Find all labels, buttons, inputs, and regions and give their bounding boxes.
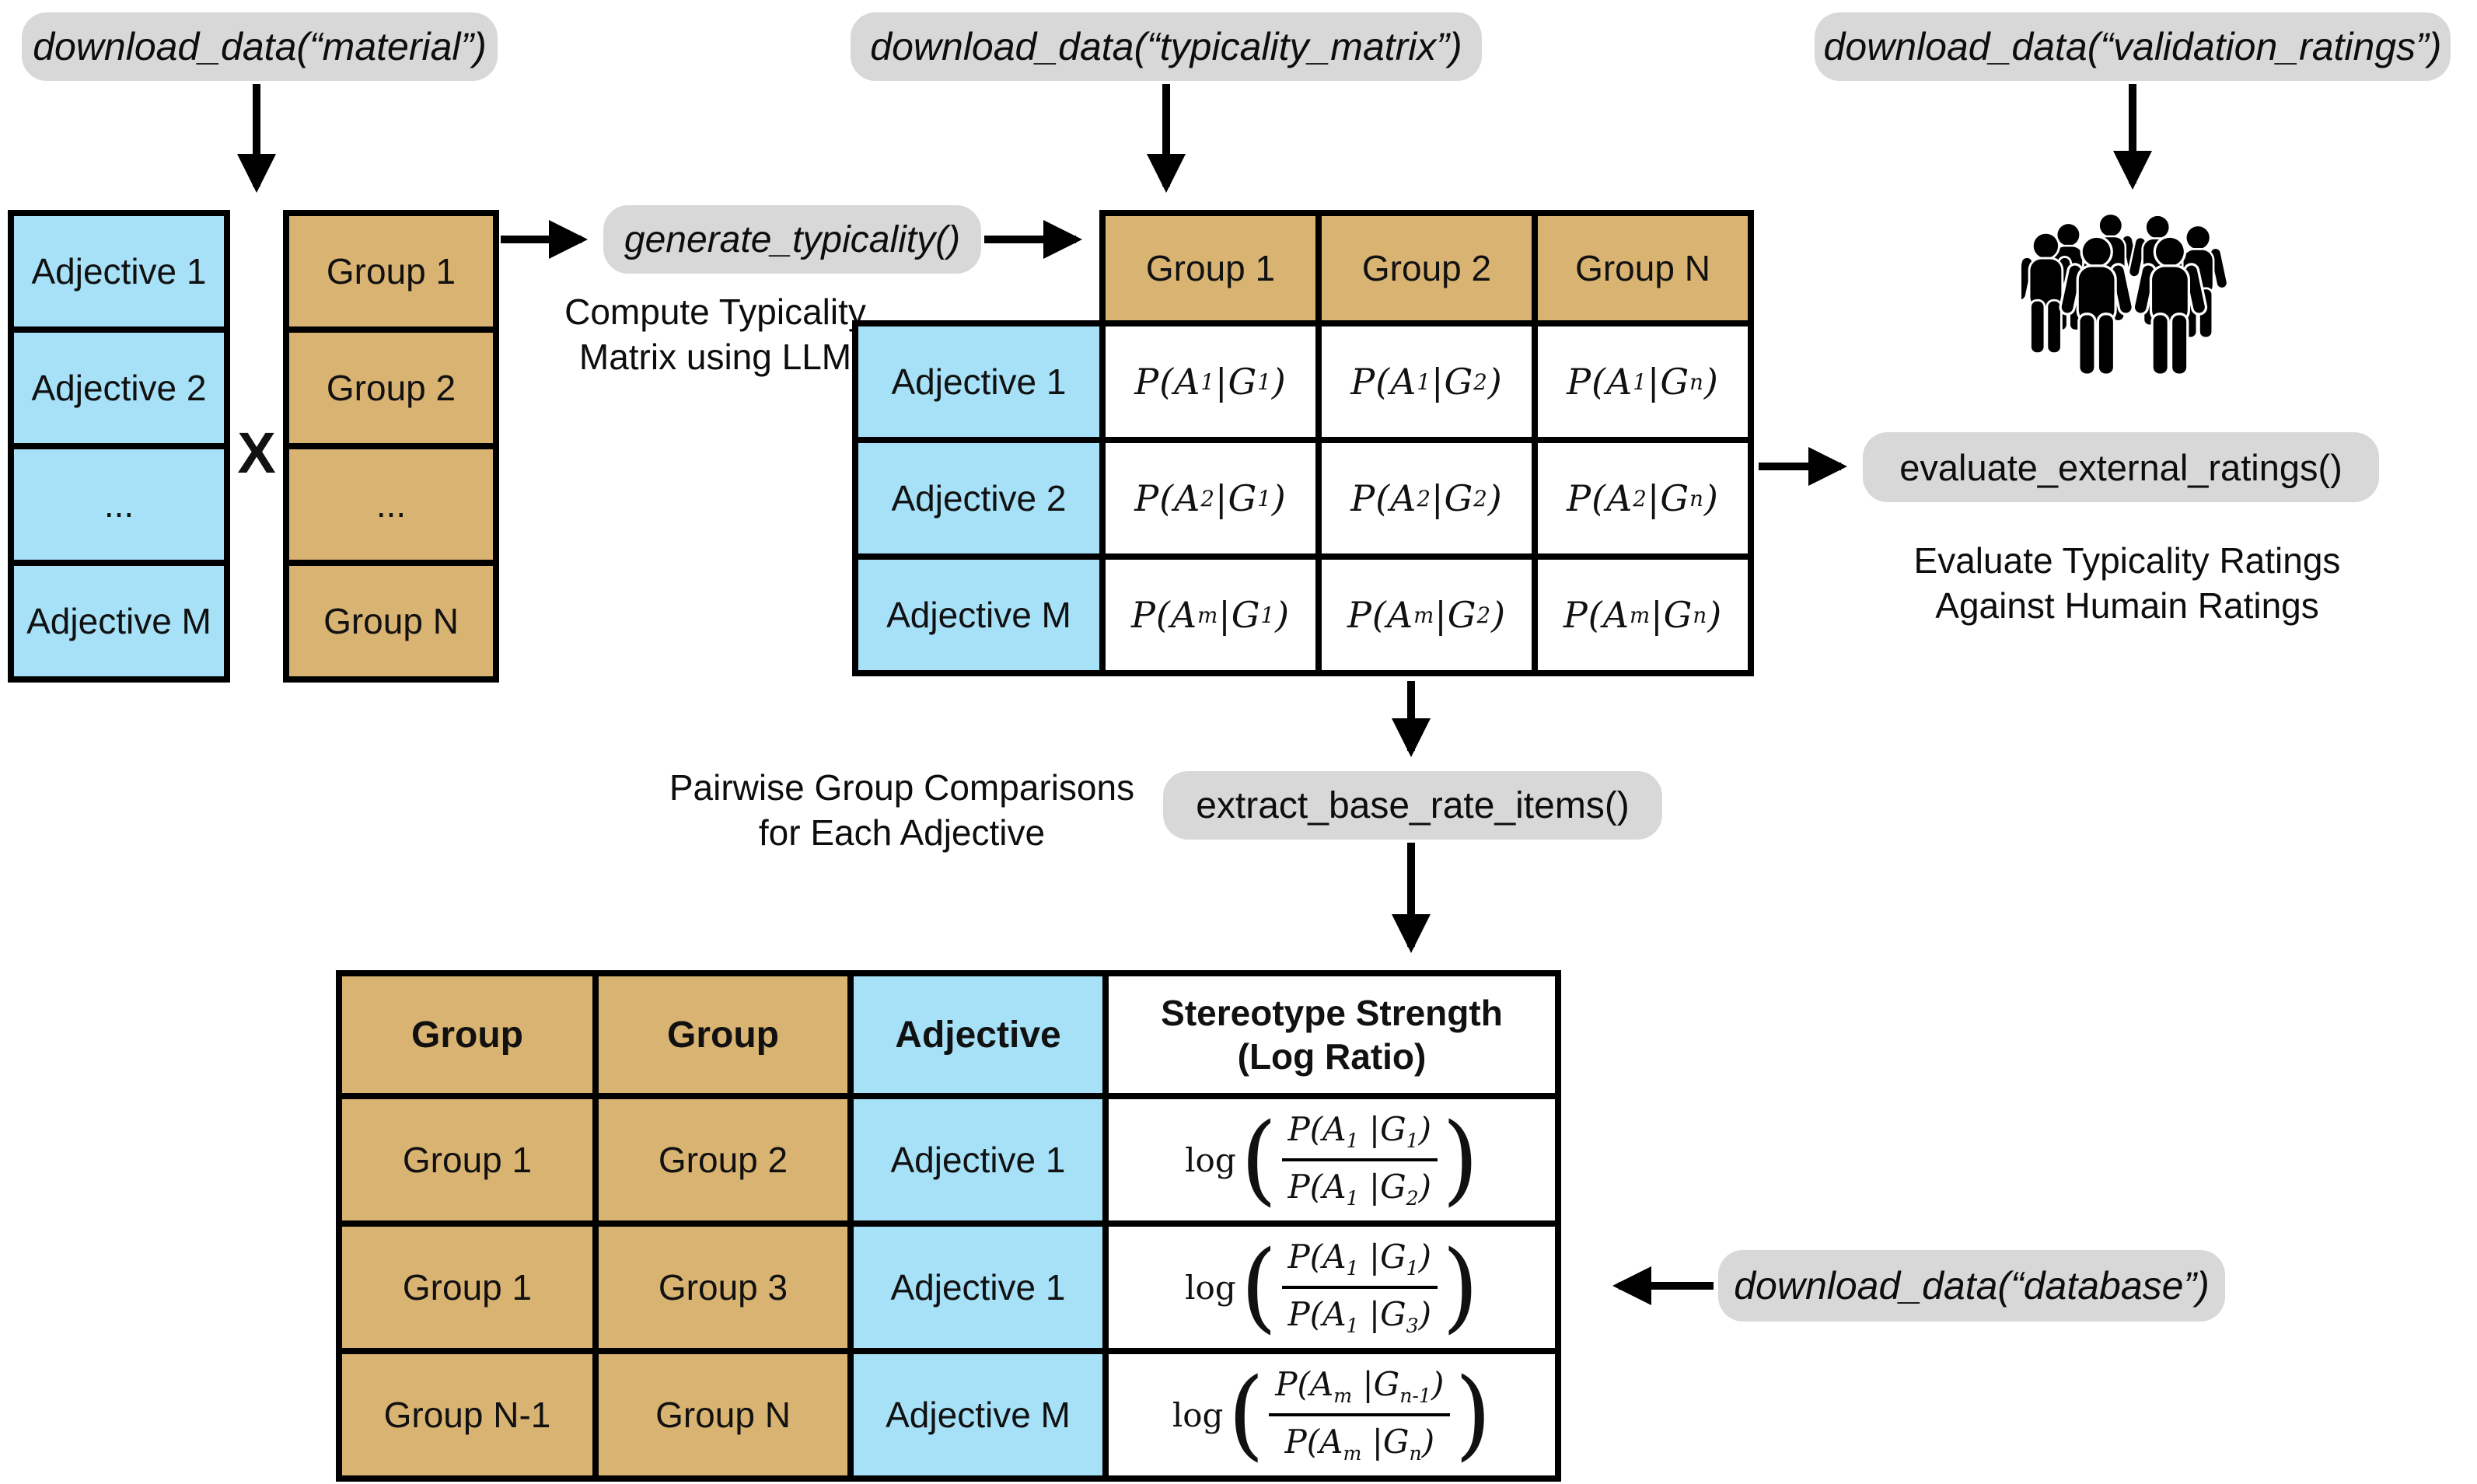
base-rate-table: Group Group Adjective Stereotype Strengt… <box>336 970 1561 1482</box>
pill-evaluate-external-ratings: evaluate_external_ratings() <box>1863 432 2379 502</box>
fraction-denominator: P(A1 |G2) <box>1287 1168 1432 1210</box>
base-rate-cell: Group 2 <box>592 1093 854 1227</box>
base-rate-cell: Group 1 <box>336 1220 599 1354</box>
fraction-denominator: P(Am |Gn) <box>1284 1423 1435 1465</box>
fraction-numerator: P(A1 |G1) <box>1281 1238 1438 1289</box>
adjective-list-item: Adjective 2 <box>8 326 230 449</box>
group-list-item: ... <box>283 443 499 566</box>
base-rate-cell: Adjective 1 <box>847 1093 1109 1227</box>
matrix-col-header: Group 1 <box>1099 210 1322 326</box>
pill-extract-base-rate-items: extract_base_rate_items() <box>1163 771 1662 840</box>
base-rate-cell: Adjective 1 <box>847 1220 1109 1354</box>
group-list-item: Group 2 <box>283 326 499 449</box>
base-rate-col-header: Group <box>592 970 854 1099</box>
caption-line: (Log Ratio) <box>1237 1036 1427 1077</box>
cross-product-operator: X <box>237 421 276 485</box>
caption-line: Compute Typicality <box>564 292 866 332</box>
pill-download-database: download_data(“database”) <box>1718 1250 2225 1322</box>
caption-line: Against Humain Ratings <box>1935 585 2319 626</box>
crowd-icon <box>2021 212 2229 376</box>
base-rate-cell: Group N <box>592 1348 854 1482</box>
log-label: log <box>1185 1140 1236 1179</box>
base-rate-formula-cell: log ( P(Am |Gn-1) P(Am |Gn) ) <box>1102 1348 1561 1482</box>
fraction-numerator: P(Am |Gn-1) <box>1269 1365 1451 1416</box>
pill-download-validation-ratings: download_data(“validation_ratings”) <box>1815 12 2451 81</box>
adjective-list-item: Adjective M <box>8 560 230 683</box>
base-rate-formula-cell: log ( P(A1 |G1) P(A1 |G2) ) <box>1102 1093 1561 1227</box>
matrix-row-header: Adjective 2 <box>852 437 1106 560</box>
base-rate-cell: Group 3 <box>592 1220 854 1354</box>
adjective-list-item: Adjective 1 <box>8 210 230 333</box>
base-rate-formula-cell: log ( P(A1 |G1) P(A1 |G3) ) <box>1102 1220 1561 1354</box>
caption-compute-typicality: Compute Typicality Matrix using LLM <box>482 289 949 379</box>
pill-download-material: download_data(“material”) <box>22 12 498 81</box>
base-rate-cell: Group 1 <box>336 1093 599 1227</box>
caption-line: Stereotype Strength <box>1161 993 1503 1033</box>
base-rate-row: Group 1 Group 3 Adjective 1 log ( P(A1 |… <box>336 1220 1561 1354</box>
log-label: log <box>1172 1395 1224 1434</box>
adjective-list-item: ... <box>8 443 230 566</box>
fraction-denominator: P(A1 |G3) <box>1287 1295 1432 1337</box>
typicality-matrix-header: Group 1 Group 2 Group N <box>1099 210 1754 326</box>
matrix-row-header: Adjective M <box>852 553 1106 676</box>
matrix-col-header: Group N <box>1532 210 1754 326</box>
pill-download-typicality-matrix: download_data(“typicality_matrix”) <box>851 12 1482 81</box>
pill-generate-typicality: generate_typicality() <box>603 205 981 274</box>
caption-line: Matrix using LLM <box>578 337 852 377</box>
caption-line: for Each Adjective <box>758 812 1046 853</box>
base-rate-cell: Group N-1 <box>336 1348 599 1482</box>
base-rate-row: Group N-1 Group N Adjective M log ( P(Am… <box>336 1348 1561 1482</box>
caption-evaluate-ratings: Evaluate Typicality Ratings Against Huma… <box>1855 538 2399 628</box>
base-rate-cell: Adjective M <box>847 1348 1109 1482</box>
caption-line: Pairwise Group Comparisons <box>669 767 1135 808</box>
group-list-item: Group N <box>283 560 499 683</box>
log-label: log <box>1185 1268 1236 1307</box>
caption-pairwise-comparisons: Pairwise Group Comparisons for Each Adje… <box>630 765 1174 855</box>
matrix-col-header: Group 2 <box>1315 210 1538 326</box>
base-rate-col-header: Group <box>336 970 599 1099</box>
base-rate-col-header: Adjective <box>847 970 1109 1099</box>
matrix-row-header: Adjective 1 <box>852 320 1106 443</box>
group-list: Group 1 Group 2 ... Group N <box>283 210 499 683</box>
adjective-list: Adjective 1 Adjective 2 ... Adjective M <box>8 210 230 683</box>
base-rate-row: Group 1 Group 2 Adjective 1 log ( P(A1 |… <box>336 1093 1561 1227</box>
base-rate-col-header: Stereotype Strength (Log Ratio) <box>1102 970 1561 1099</box>
base-rate-header-row: Group Group Adjective Stereotype Strengt… <box>336 970 1561 1099</box>
fraction-numerator: P(A1 |G1) <box>1281 1110 1438 1161</box>
group-list-item: Group 1 <box>283 210 499 333</box>
caption-line: Evaluate Typicality Ratings <box>1913 540 2341 581</box>
